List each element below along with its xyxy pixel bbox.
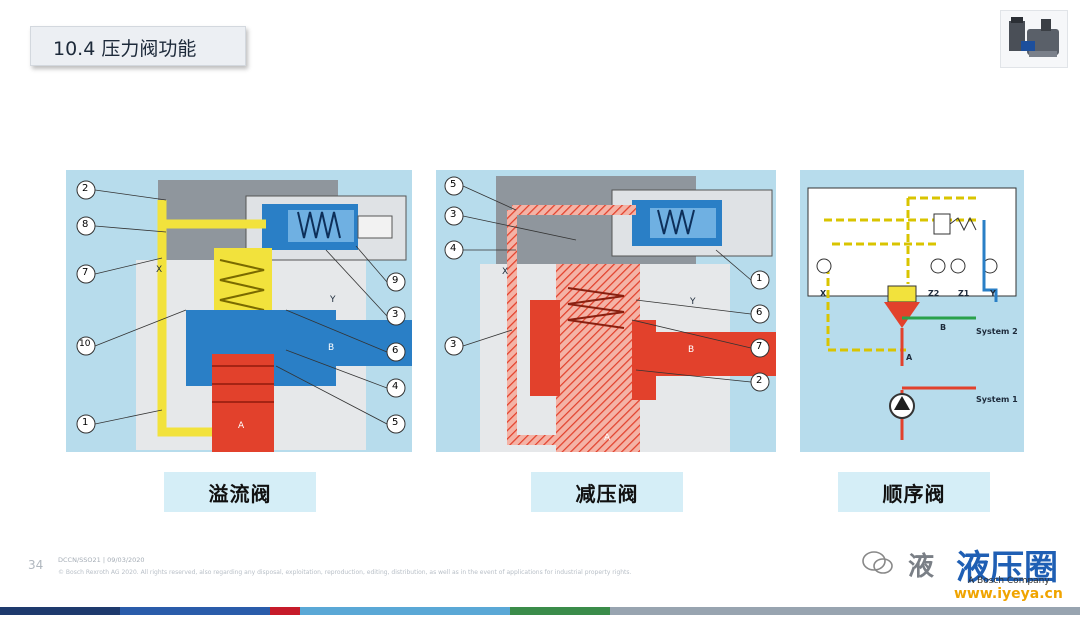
relief-valve-label-box: 溢流阀	[164, 472, 316, 512]
reducing-valve-diagram: X Y B A 5 3 4 3 1 6 7 2	[436, 170, 776, 452]
svg-text:System 2: System 2	[976, 327, 1018, 336]
callout-6: 6	[756, 307, 763, 318]
svg-text:Z2: Z2	[928, 289, 939, 298]
reducing-valve-label: 减压阀	[575, 482, 639, 506]
callout-3: 3	[392, 309, 399, 320]
svg-text:A: A	[604, 433, 611, 443]
svg-text:X: X	[156, 265, 162, 275]
relief-valve-label: 溢流阀	[208, 482, 272, 506]
svg-text:B: B	[688, 345, 694, 355]
callout-3: 3	[450, 209, 457, 220]
callout-4: 4	[450, 243, 457, 254]
svg-text:B: B	[328, 343, 334, 353]
callout-7: 7	[756, 341, 763, 352]
relief-callouts: 2 8 7 10 1 9 3 6 4 5	[66, 170, 412, 452]
callout-9: 9	[392, 275, 399, 286]
svg-text:Y: Y	[329, 295, 336, 305]
footer-copyright: © Bosch Rexroth AG 2020. All rights rese…	[58, 569, 632, 576]
svg-text:A: A	[238, 421, 245, 431]
watermark-url: www.iyeya.cn	[954, 586, 1063, 602]
callout-6: 6	[392, 345, 399, 356]
callout-2: 2	[82, 183, 89, 194]
svg-text:X: X	[502, 267, 508, 277]
callout-1: 1	[756, 273, 763, 284]
svg-text:A: A	[906, 353, 913, 362]
reducing-callouts: 5 3 4 3 1 6 7 2	[436, 170, 776, 452]
watermark-bosch-company: A Bosch Company	[968, 576, 1050, 586]
sequence-valve-label: 顺序阀	[882, 482, 946, 506]
bottom-color-bar	[0, 600, 1080, 615]
callout-8: 8	[82, 219, 89, 230]
callout-1: 1	[82, 417, 89, 428]
footer-doc-id: DCCN/SSO21 | 09/03/2020	[58, 556, 145, 564]
svg-text:Y: Y	[989, 289, 996, 298]
svg-text:B: B	[940, 323, 946, 332]
reducing-valve-label-box: 减压阀	[531, 472, 683, 512]
callout-2: 2	[756, 375, 763, 386]
wechat-watermark-icon	[861, 548, 895, 578]
callout-5: 5	[392, 417, 399, 428]
sequence-valve-schematic: X Z2 Z1 Y B A System 2 System 1	[800, 170, 1024, 452]
slide-title-box: 10.4 压力阀功能	[30, 26, 246, 66]
port-x-svg: X	[820, 289, 827, 298]
svg-text:Y: Y	[689, 297, 696, 307]
svg-text:System 1: System 1	[976, 395, 1018, 404]
callout-7: 7	[82, 267, 89, 278]
svg-text:Z1: Z1	[958, 289, 970, 298]
callout-5: 5	[450, 179, 457, 190]
watermark-text-blue: 液压圈	[956, 548, 1058, 588]
watermark-text-gray: 液	[908, 552, 935, 582]
callout-10: 10	[79, 339, 91, 349]
slide-title: 10.4 压力阀功能	[53, 38, 197, 60]
relief-valve-diagram: X Y B A 2 8 7 10 1 9 3 6 4 5	[66, 170, 412, 452]
sequence-valve-label-box: 顺序阀	[838, 472, 990, 512]
callout-4: 4	[392, 381, 399, 392]
product-thumbnail-image	[1000, 10, 1068, 68]
callout-3b: 3	[450, 339, 457, 350]
page-number: 34	[28, 558, 44, 572]
